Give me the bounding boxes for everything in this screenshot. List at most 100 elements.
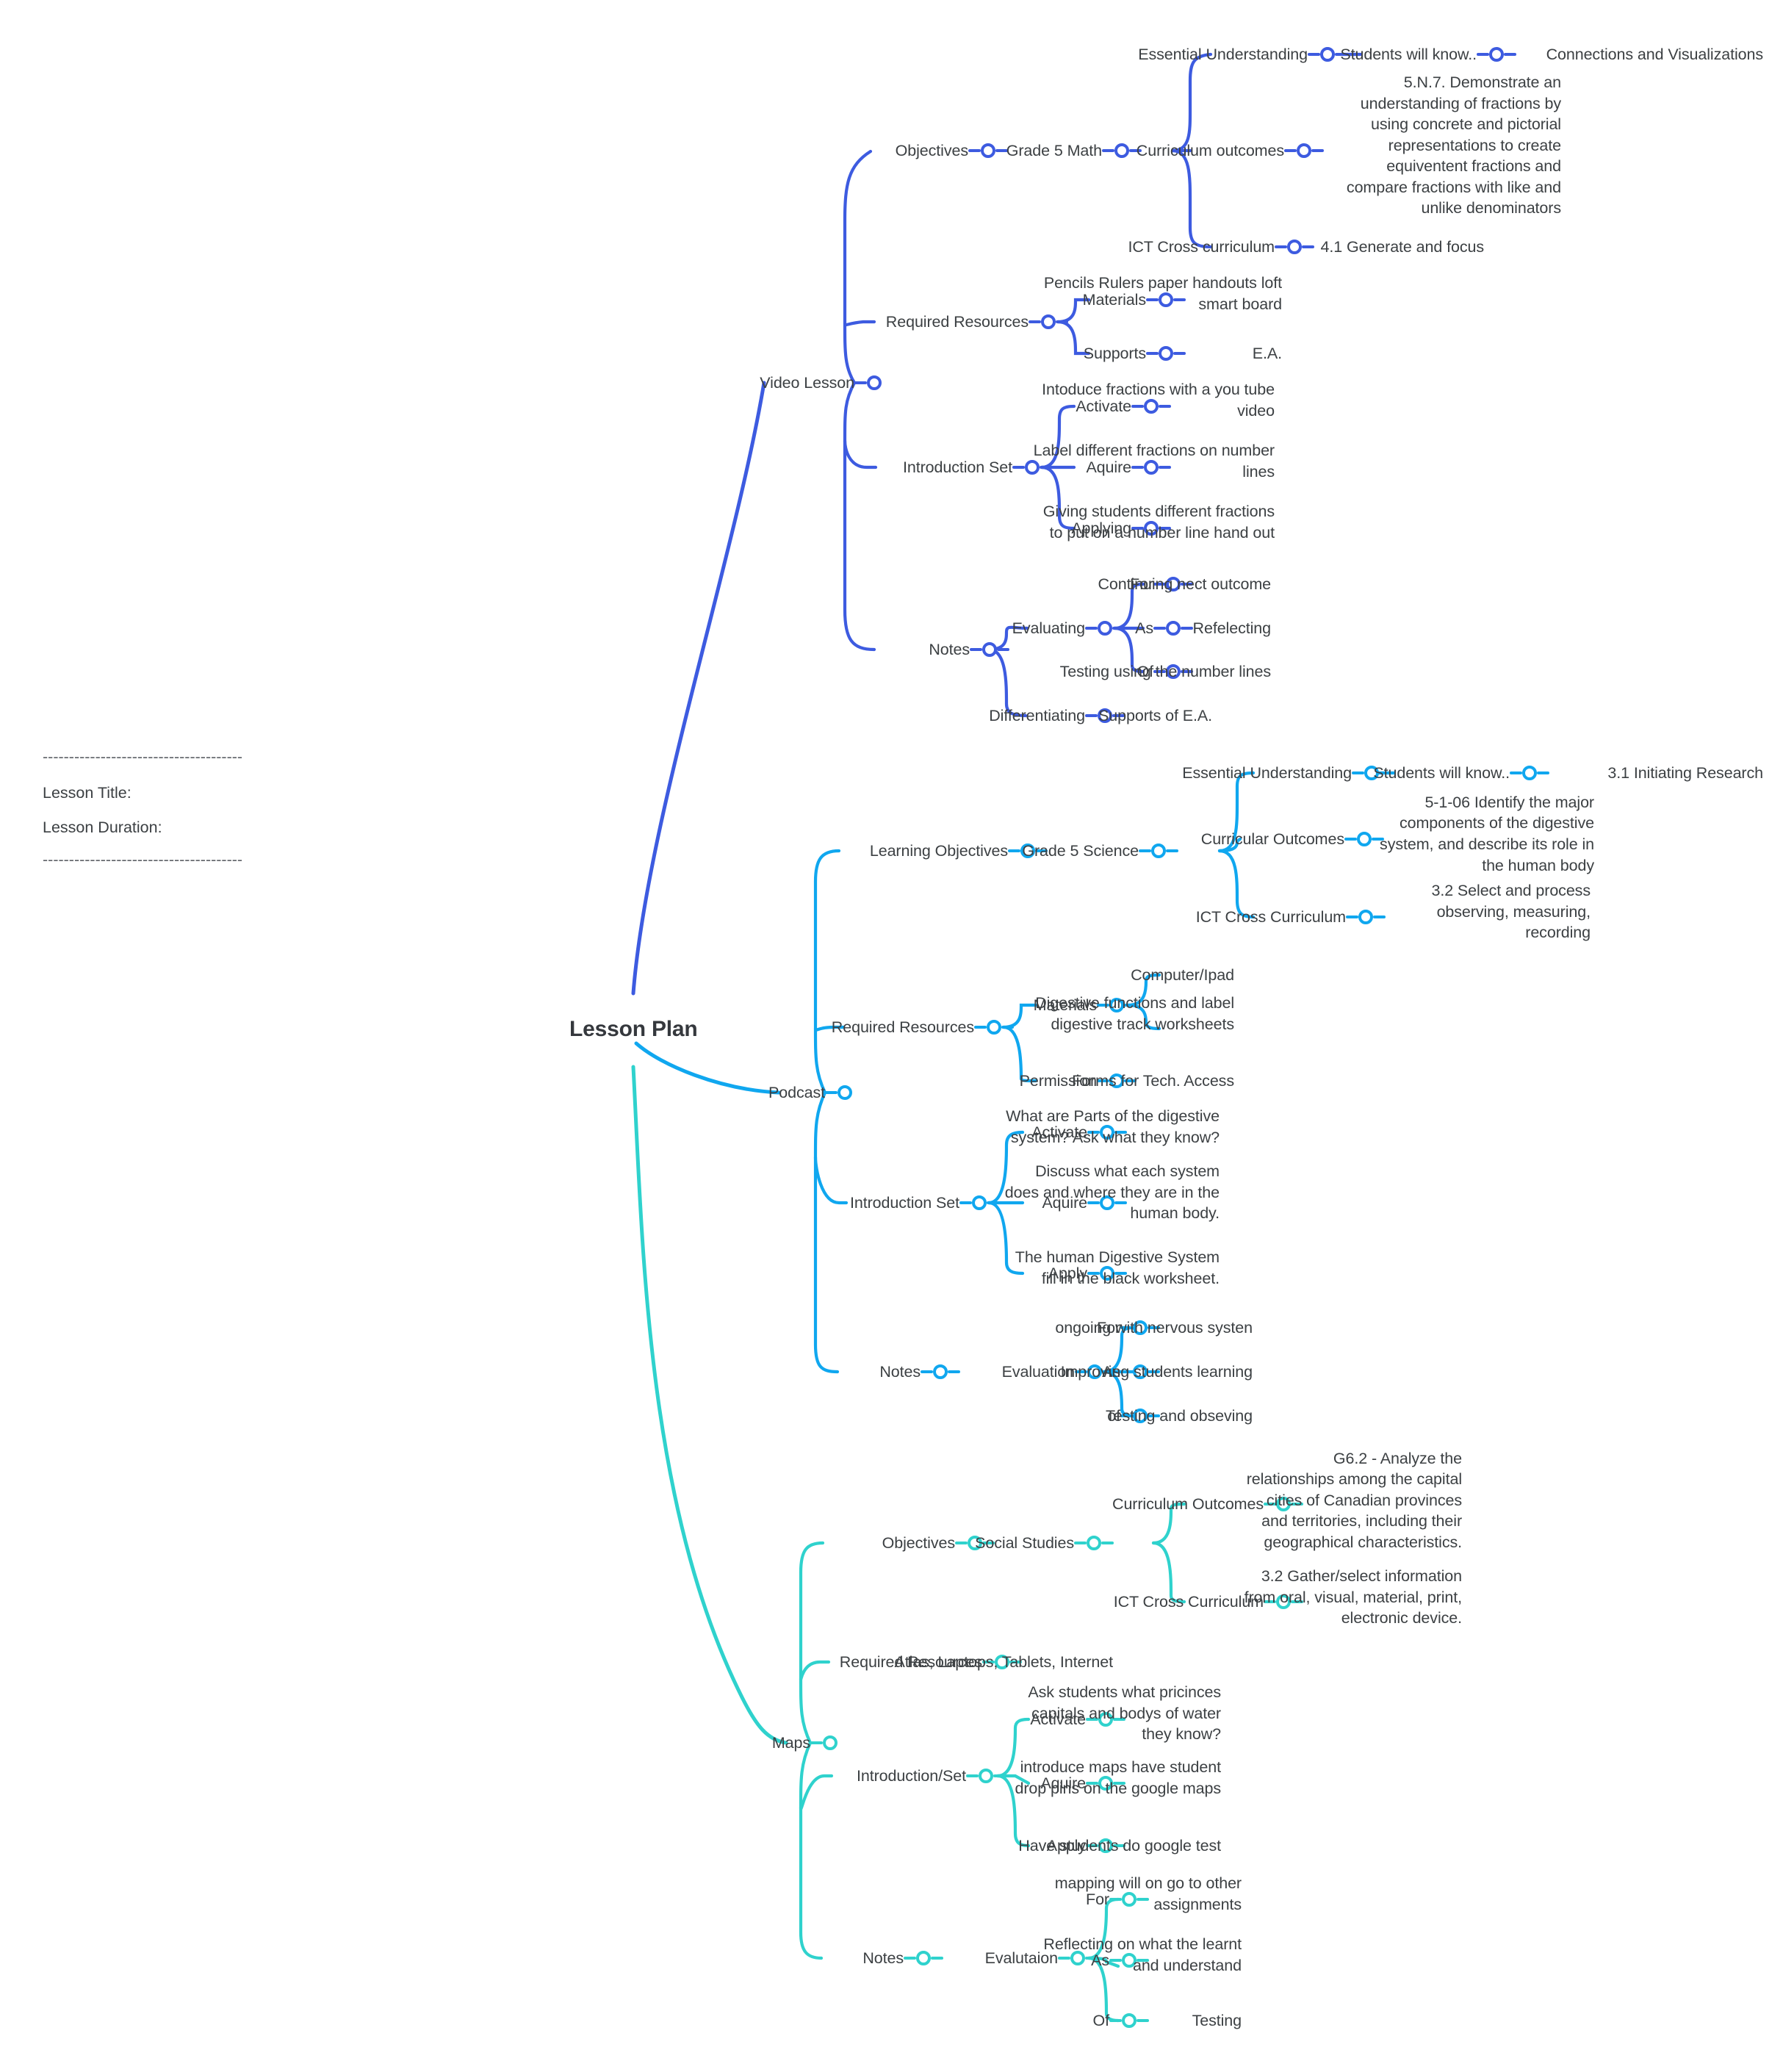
node-connector-dot-pc-branch[interactable] [825, 1084, 865, 1101]
node-label-mp-ev-as-txt[interactable]: Reflecting on what the learnt and unders… [1043, 1935, 1242, 1974]
node-label-pc-ev-for[interactable]: For [1097, 1318, 1120, 1337]
node-label-pc-co[interactable]: Curricular Outcomes [1200, 830, 1344, 848]
node-connector-dot-vl-is-ap[interactable] [1131, 520, 1171, 536]
root-node-lesson-plan[interactable]: Lesson Plan [569, 1017, 698, 1041]
node-label-vl-is[interactable]: Introduction Set [903, 458, 1012, 476]
node-label-pc-eu-ir[interactable]: 3.1 Initiating Research [1607, 763, 1763, 782]
node-connector-dot-vl-branch[interactable] [854, 375, 894, 391]
node-label-vl-diff[interactable]: Differentiating [989, 706, 1085, 724]
node-label-mp-notes[interactable]: Notes [862, 1949, 904, 1967]
node-connector-dot-vl-rr-sup[interactable] [1146, 345, 1186, 361]
node-connector-dot-pc-ev-as[interactable] [1120, 1364, 1160, 1380]
node-connector-dot-mp-rr[interactable] [982, 1654, 1022, 1670]
node-connector-dot-vl-ev-of[interactable] [1153, 663, 1193, 680]
node-connector-dot-pc-eu[interactable] [1352, 765, 1391, 781]
node-label-vl-rr-mat[interactable]: Materials [1082, 290, 1146, 309]
node-label-mp-ev-for-txt[interactable]: mapping will on go to other assignments [1054, 1874, 1242, 1913]
node-label-pc-is-aq[interactable]: Aquire [1042, 1193, 1087, 1212]
node-connector-dot-pc-co[interactable] [1344, 831, 1384, 847]
node-label-pc-ev-as-txt[interactable]: Improving students learning [1060, 1362, 1253, 1381]
node-label-mp-branch[interactable]: Maps [771, 1733, 810, 1752]
node-connector-dot-vl-ev-as[interactable] [1153, 620, 1193, 636]
node-connector-dot-vl-rr-mat[interactable] [1146, 292, 1186, 308]
node-label-mp-is-act-txt[interactable]: Ask students what pricinces capitals and… [1028, 1683, 1221, 1744]
node-label-vl-notes[interactable]: Notes [929, 640, 970, 658]
node-label-pc-is-act[interactable]: Activate [1031, 1123, 1087, 1141]
node-connector-dot-pc-rr[interactable] [974, 1019, 1014, 1035]
node-label-vl-ev-as[interactable]: As [1135, 619, 1153, 637]
node-label-vl-g5m[interactable]: Grade 5 Math [1006, 141, 1102, 159]
node-label-pc-rr-per-txt[interactable]: Forms for Tech. Access [1072, 1071, 1234, 1090]
node-connector-dot-mp-co[interactable] [1264, 1496, 1303, 1512]
node-label-vl-rr[interactable]: Required Resources [885, 312, 1029, 331]
node-connector-dot-vl-g5m[interactable] [1102, 143, 1142, 159]
node-label-mp-ict-txt[interactable]: 3.2 Gather/select information from oral,… [1244, 1567, 1463, 1627]
node-label-pc-is-aq-txt[interactable]: Discuss what each system does and where … [1004, 1162, 1220, 1223]
node-label-pc-ev[interactable]: Evaluation [1001, 1362, 1076, 1381]
node-connector-dot-mp-ev[interactable] [1058, 1950, 1098, 1966]
node-label-pc-g5s[interactable]: Grade 5 Science [1022, 841, 1139, 860]
node-connector-dot-mp-ev-as[interactable] [1109, 1952, 1149, 1968]
node-label-mp-ev-as[interactable]: As [1091, 1951, 1109, 1969]
node-label-pc-rr-mat-c2[interactable]: Digestive functions and label digestive … [1035, 994, 1234, 1033]
node-label-vl-co[interactable]: Curriculum outcomes [1136, 141, 1284, 159]
node-connector-dot-vl-eu[interactable] [1308, 46, 1347, 62]
node-connector-dot-vl-ev[interactable] [1085, 620, 1125, 636]
node-label-mp-is-ap[interactable]: Apply [1046, 1836, 1086, 1855]
node-connector-dot-pc-eu-swk[interactable] [1510, 765, 1549, 781]
node-label-pc-rr-mat-c1[interactable]: Computer/Ipad [1131, 965, 1234, 984]
node-connector-dot-vl-rr[interactable] [1029, 314, 1068, 330]
node-connector-dot-pc-is[interactable] [959, 1195, 999, 1211]
node-label-pc-lo[interactable]: Learning Objectives [869, 841, 1008, 860]
node-label-vl-ev[interactable]: Evaluating [1012, 619, 1086, 637]
node-label-mp-is-aq[interactable]: Aquire [1040, 1774, 1086, 1792]
node-label-mp-is[interactable]: Introduction/Set [857, 1766, 966, 1785]
node-connector-dot-mp-branch[interactable] [810, 1735, 850, 1751]
node-label-mp-ict[interactable]: ICT Cross Curriculum [1113, 1592, 1264, 1611]
node-label-vl-ict[interactable]: ICT Cross curriculum [1128, 237, 1275, 256]
node-connector-dot-pc-g5s[interactable] [1139, 843, 1178, 859]
node-connector-dot-vl-diff[interactable] [1085, 708, 1125, 724]
node-connector-dot-pc-ev-for[interactable] [1120, 1320, 1160, 1336]
node-label-vl-eu-cav[interactable]: Connections and Visualizations [1546, 45, 1764, 63]
node-connector-dot-mp-ict[interactable] [1264, 1594, 1303, 1610]
node-label-vl-ev-for[interactable]: For [1130, 575, 1153, 593]
node-label-mp-rr-txt[interactable]: Atlas, Laptops, Tablets, Internet [894, 1652, 1114, 1671]
node-label-vl-obj[interactable]: Objectives [895, 141, 968, 159]
node-label-mp-ev-for[interactable]: For [1086, 1890, 1109, 1908]
node-connector-dot-pc-is-aq[interactable] [1087, 1195, 1127, 1211]
node-connector-dot-vl-ict[interactable] [1275, 239, 1314, 255]
node-label-mp-ev[interactable]: Evalutaion [984, 1949, 1059, 1967]
node-label-pc-ev-of[interactable]: of [1107, 1406, 1120, 1425]
node-connector-dot-pc-rr-per[interactable] [1097, 1073, 1137, 1089]
node-label-vl-rr-sup[interactable]: Supports [1083, 344, 1146, 362]
node-connector-dot-vl-ev-for[interactable] [1153, 576, 1193, 592]
node-label-pc-is-ap-txt[interactable]: The human Digestive System fill in the b… [1015, 1248, 1220, 1287]
node-label-vl-ict-txt[interactable]: 4.1 Generate and focus [1320, 237, 1484, 256]
node-label-vl-diff-txt[interactable]: Supports of E.A. [1098, 706, 1212, 724]
node-label-vl-rr-sup-txt[interactable]: E.A. [1252, 344, 1282, 362]
node-label-pc-eu-swk[interactable]: Students will know.. [1373, 763, 1510, 782]
node-label-mp-rr[interactable]: Required Resources [839, 1652, 982, 1671]
node-connector-dot-mp-obj[interactable] [955, 1535, 995, 1551]
node-label-pc-ict[interactable]: ICT Cross Curriculum [1195, 907, 1346, 926]
node-label-mp-ev-of-txt[interactable]: Testing [1192, 2011, 1242, 2029]
node-connector-dot-mp-is-ap[interactable] [1086, 1838, 1125, 1854]
node-label-pc-notes[interactable]: Notes [879, 1362, 921, 1381]
node-label-vl-eu-swk[interactable]: Students will know.. [1340, 45, 1477, 63]
node-label-vl-ev-of[interactable]: Of [1137, 662, 1154, 680]
node-label-mp-obj[interactable]: Objectives [882, 1533, 955, 1552]
node-connector-dot-vl-obj[interactable] [968, 143, 1008, 159]
node-label-vl-ev-as-txt[interactable]: Refelecting [1192, 619, 1272, 637]
node-label-pc-rr-per[interactable]: Permission [1019, 1071, 1097, 1090]
node-connector-dot-mp-is[interactable] [966, 1768, 1006, 1784]
node-label-vl-ev-for-txt[interactable]: Continuing nect outcome [1098, 575, 1271, 593]
node-label-pc-is[interactable]: Introduction Set [850, 1193, 959, 1212]
node-label-vl-is-act-txt[interactable]: Intoduce fractions with a you tube video [1042, 381, 1275, 420]
node-label-mp-co-txt[interactable]: G6.2 - Analyze the relationships among t… [1246, 1449, 1462, 1551]
node-connector-dot-vl-is-aq[interactable] [1131, 459, 1171, 475]
node-label-vl-is-aq[interactable]: Aquire [1086, 458, 1131, 476]
node-label-pc-ev-of-txt[interactable]: Testing and obseving [1105, 1406, 1253, 1425]
node-label-pc-ev-for-txt[interactable]: ongoing with nervous systen [1055, 1318, 1253, 1337]
node-connector-dot-pc-ev-of[interactable] [1120, 1408, 1160, 1424]
